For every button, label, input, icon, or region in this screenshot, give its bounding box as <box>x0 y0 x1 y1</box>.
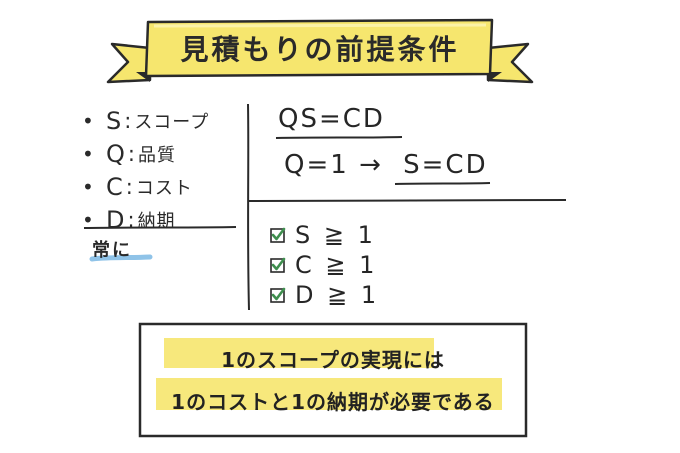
condition-formula: Q=1 → S=CD <box>284 150 488 180</box>
legend-item-delivery: • D : 納期 <box>82 203 232 236</box>
legend-item-scope: • S : スコープ <box>82 104 232 137</box>
banner-body <box>144 18 494 78</box>
page-title: 見積もりの前提条件 <box>180 33 460 66</box>
checklist-item: C ≧ 1 <box>270 250 379 280</box>
constraint-checklist: S ≧ 1 C ≧ 1 D ≧ 1 <box>270 220 379 310</box>
legend-item-cost: • C : コスト <box>82 170 232 203</box>
condition-lhs: Q=1 <box>284 150 349 180</box>
checklist-text: C ≧ 1 <box>295 251 378 279</box>
right-horizontal-divider <box>247 199 567 202</box>
legend-symbol: D <box>106 205 125 234</box>
checkbox-checked-icon <box>270 287 286 303</box>
summary-panel: 1のスコープの実現には 1のコストと1の納期が必要である <box>140 324 526 436</box>
legend-separator: : <box>125 174 133 199</box>
equation-underline <box>275 136 403 139</box>
legend-item-quality: • Q : 品質 <box>82 137 232 170</box>
bullet-glyph: • <box>82 174 94 199</box>
checklist-text: D ≧ 1 <box>295 281 380 309</box>
legend-name: 納期 <box>137 210 176 232</box>
vertical-divider <box>247 103 250 311</box>
note-label: 常に <box>92 240 132 261</box>
summary-line-2: 1のコストと1の納期が必要である <box>171 390 495 414</box>
bullet-glyph: • <box>82 141 94 166</box>
condition-rhs: S=CD <box>403 150 488 180</box>
bullet-glyph: • <box>82 207 94 232</box>
note-highlight <box>89 254 153 262</box>
checklist-item: D ≧ 1 <box>270 280 379 310</box>
legend-symbol: C <box>106 172 123 201</box>
legend-symbol: S <box>106 106 122 135</box>
checklist-item: S ≧ 1 <box>270 220 379 250</box>
result-underline <box>394 182 491 185</box>
legend-separator: : <box>124 108 132 133</box>
checkbox-checked-icon <box>270 227 286 243</box>
legend-name: コスト <box>135 177 193 199</box>
equation-formula: QS=CD <box>278 104 385 134</box>
legend-separator: : <box>127 207 135 232</box>
summary-line-1: 1のスコープの実現には <box>221 348 445 372</box>
legend-symbol: Q <box>106 139 125 168</box>
left-horizontal-divider <box>83 226 237 229</box>
legend-list: • S : スコープ • Q : 品質 • C : コスト • D : 納期 <box>82 104 232 236</box>
legend-separator: : <box>127 141 135 166</box>
bullet-glyph: • <box>82 108 94 133</box>
legend-name: スコープ <box>134 111 210 133</box>
checkbox-checked-icon <box>270 257 286 273</box>
legend-name: 品質 <box>137 144 176 166</box>
arrow-icon: → <box>359 150 383 180</box>
summary-box <box>138 322 528 438</box>
checklist-text: S ≧ 1 <box>295 221 376 249</box>
